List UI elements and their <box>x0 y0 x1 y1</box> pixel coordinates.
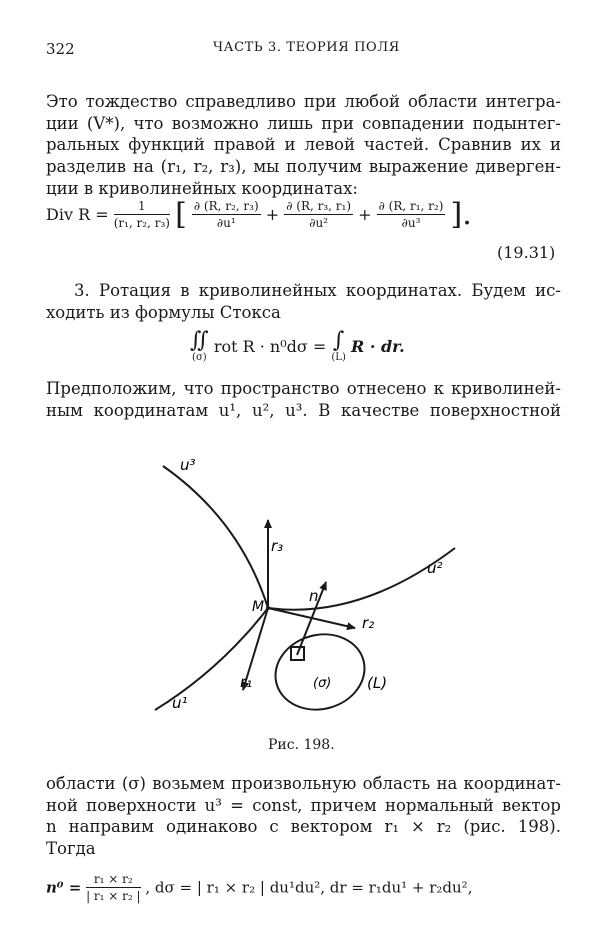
paragraph-assumption: Предположим, что пространство отнесено к… <box>46 378 561 421</box>
text-line: ным координатам u¹, u², u³. В качестве п… <box>46 400 561 420</box>
text-line: ральных функций правой и левой частей. С… <box>46 135 561 155</box>
label-u2: u² <box>427 559 443 577</box>
region-sigma <box>274 633 366 711</box>
page-number: 322 <box>46 40 75 58</box>
formula-prefactor: 1 (r₁, r₂, r₃) <box>113 199 170 230</box>
label-u3: u³ <box>180 456 196 474</box>
text-line: ции в криволинейных координатах: <box>46 178 358 198</box>
label-u1: u¹ <box>172 694 188 712</box>
text-line: Это тождество справедливо при любой обла… <box>46 92 561 111</box>
text-line: Тогда <box>46 839 96 859</box>
label-n: n <box>309 587 319 605</box>
formula-lhs: Div R = <box>46 205 109 224</box>
u3-curve <box>162 465 269 609</box>
text-line: ции (V*), что возможно лишь при совпаден… <box>46 113 561 133</box>
text-line: ходить из формулы Стокса <box>46 302 281 322</box>
n-vector <box>296 581 327 656</box>
label-r3: r₃ <box>271 537 283 555</box>
text-line: области (σ) возьмем произвольную область… <box>46 774 561 793</box>
running-header: ЧАСТЬ 3. ТЕОРИЯ ПОЛЯ <box>213 40 400 55</box>
formula-term-3: ∂ (R, r₁, r₂) ∂u³ <box>376 199 446 230</box>
section-3-heading: 3. Ротация в криволинейных координатах. … <box>46 280 561 323</box>
u1-curve <box>154 607 269 711</box>
paragraph-region: области (σ) возьмем произвольную область… <box>46 773 561 860</box>
stokes-formula: ∬ (σ) rot R · n⁰dσ = ∫ (L) R · dr. <box>190 328 405 364</box>
text-line: 3. Ротация в криволинейных координатах. … <box>74 281 561 300</box>
label-contour-l: (L) <box>367 674 387 692</box>
unit-normal-fraction: r₁ × r₂ | r₁ × r₂ | <box>86 872 141 903</box>
divergence-formula: Div R = 1 (r₁, r₂, r₃) [ ∂ (R, r₂, r₃) ∂… <box>46 197 472 232</box>
label-r2: r₂ <box>362 614 374 632</box>
label-r1: r₁ <box>240 673 252 691</box>
label-m: M <box>252 599 264 615</box>
u2-curve <box>267 547 456 611</box>
text-line: ной поверхности u³ = const, причем норма… <box>46 795 561 815</box>
area-element <box>290 646 305 661</box>
differential-formula: n⁰ = r₁ × r₂ | r₁ × r₂ | , dσ = | r₁ × r… <box>46 872 473 903</box>
equation-number: (19.31) <box>497 243 556 262</box>
r1-vector <box>241 607 269 691</box>
label-sigma: (σ) <box>313 676 331 691</box>
formula-term-2: ∂ (R, r₃, r₁) ∂u² <box>284 199 354 230</box>
text-line: разделив на (r₁, r₂, r₃), мы получим выр… <box>46 157 561 177</box>
paragraph-identity: Это тождество справедливо при любой обла… <box>46 91 561 200</box>
text-line: Предположим, что пространство отнесено к… <box>46 379 561 398</box>
point-m <box>266 606 270 610</box>
formula-term-1: ∂ (R, r₂, r₃) ∂u¹ <box>191 199 261 230</box>
text-line: n направим одинаково с вектором r₁ × r₂ … <box>46 817 561 837</box>
figure-caption: Рис. 198. <box>268 737 335 753</box>
